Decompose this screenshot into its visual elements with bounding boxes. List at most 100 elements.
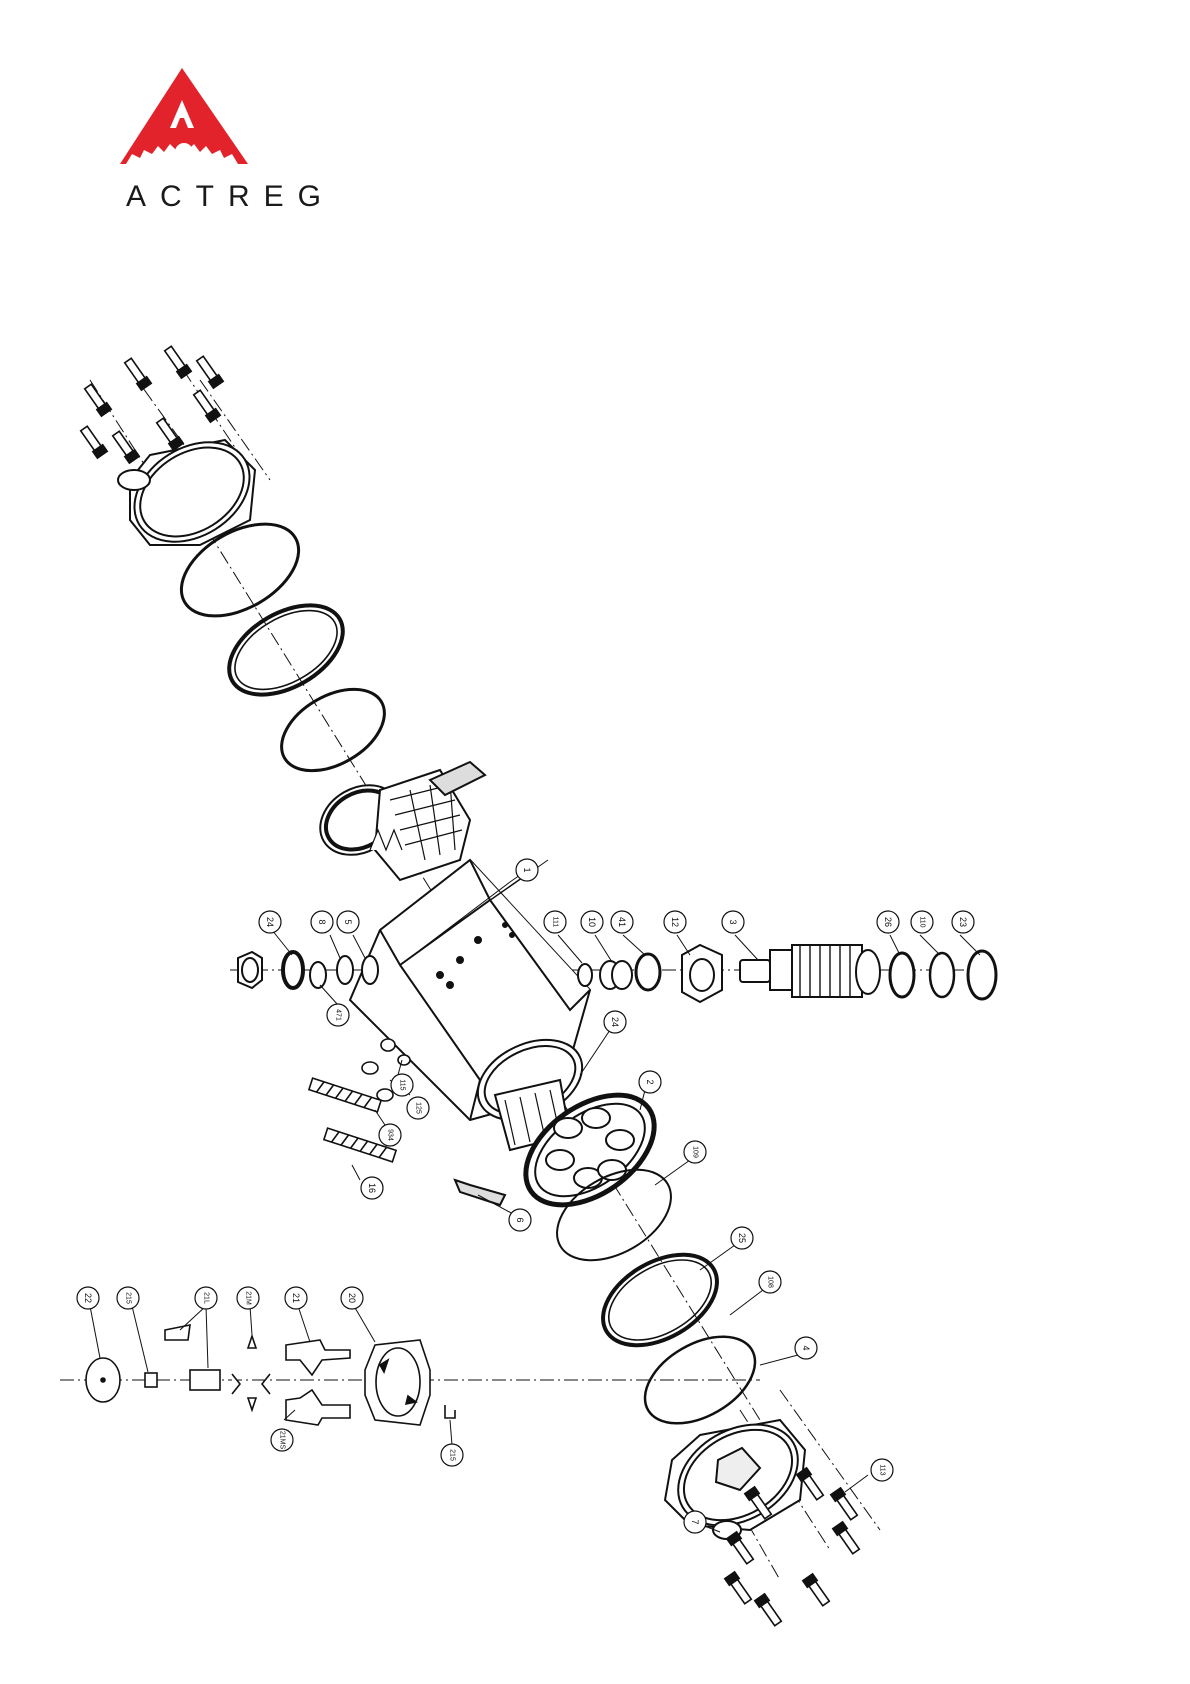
callout-41: 41 xyxy=(611,911,633,933)
accessory-parts xyxy=(86,1325,455,1425)
nut xyxy=(362,1062,378,1074)
ring xyxy=(283,952,303,988)
callout-label: 21 xyxy=(291,1293,301,1303)
stop-bolt xyxy=(309,1078,381,1112)
callout-label: 21MS xyxy=(279,1431,286,1450)
callout-label: 20 xyxy=(347,1293,357,1303)
washer xyxy=(636,954,660,990)
callout-label: 113 xyxy=(879,1464,886,1475)
callout-16: 16 xyxy=(361,1177,383,1199)
bolt xyxy=(725,1572,753,1605)
callout-7: 7 xyxy=(684,1511,706,1533)
callout-label: 115 xyxy=(399,1079,406,1090)
callout-10: 10 xyxy=(581,911,603,933)
arrow-marker xyxy=(232,1374,270,1394)
callout-21M: 21M xyxy=(237,1287,259,1309)
callout-label: 6 xyxy=(515,1217,525,1222)
callout-label: 4 xyxy=(801,1345,811,1350)
callout-26: 26 xyxy=(877,911,899,933)
callout-20: 20 xyxy=(341,1287,363,1309)
callout-934: 934 xyxy=(379,1124,401,1146)
bolt xyxy=(155,417,183,450)
callout-label: 215 xyxy=(125,1292,132,1304)
clip xyxy=(445,1405,455,1418)
callout-label: 5 xyxy=(343,919,353,924)
callout-5: 5 xyxy=(337,911,359,933)
bolt xyxy=(192,389,220,422)
indicator-housing xyxy=(365,1340,430,1425)
cam-nut xyxy=(682,945,722,1002)
callout-label: 1 xyxy=(522,867,532,872)
bolt xyxy=(111,430,139,463)
bolt xyxy=(831,1488,859,1521)
callout-label: 110 xyxy=(919,916,926,927)
callout-label: 21M xyxy=(245,1291,252,1305)
bolt xyxy=(79,425,107,458)
callout-label: 26 xyxy=(883,917,893,927)
washer xyxy=(381,1039,395,1051)
callout-3: 3 xyxy=(722,911,744,933)
callout-4: 4 xyxy=(795,1337,817,1359)
callout-label: 934 xyxy=(387,1129,394,1141)
callout-8: 8 xyxy=(311,911,333,933)
callout-23: 23 xyxy=(952,911,974,933)
marker-up xyxy=(248,1336,256,1348)
callout-label: 109 xyxy=(692,1146,699,1158)
bolt xyxy=(755,1594,783,1627)
wear-ring xyxy=(214,587,358,713)
cam-upper xyxy=(286,1340,350,1375)
callout-22: 22 xyxy=(77,1287,99,1309)
callout-110: 110 xyxy=(911,911,933,933)
ring xyxy=(890,953,914,997)
callout-21L: 21L xyxy=(195,1287,217,1309)
cam-lower xyxy=(286,1390,350,1425)
callout-label: 215 xyxy=(449,1449,456,1461)
callout-label: 23 xyxy=(958,917,968,927)
key xyxy=(165,1325,190,1340)
shaft-parts xyxy=(238,945,996,1002)
pinion-shaft xyxy=(740,945,880,997)
callout-215b: 215 xyxy=(441,1444,463,1466)
adapter-block xyxy=(145,1373,157,1387)
bolt xyxy=(727,1532,755,1565)
end-cap-upper xyxy=(116,422,268,562)
callout-label: 108 xyxy=(767,1276,774,1288)
o-ring xyxy=(630,1319,770,1441)
callout-24b: 24 xyxy=(604,1011,626,1033)
callout-12: 12 xyxy=(664,911,686,933)
ring xyxy=(362,956,378,984)
callout-label: 41 xyxy=(617,917,627,927)
spindle xyxy=(190,1370,220,1390)
callout-109: 109 xyxy=(684,1141,706,1163)
callout-1: 1 xyxy=(516,859,538,881)
callout-125: 125 xyxy=(407,1097,429,1119)
callout-label: 125 xyxy=(415,1102,422,1114)
ring xyxy=(310,962,326,988)
end-cap-lower xyxy=(660,1404,816,1546)
callout-label: 21L xyxy=(203,1292,210,1304)
bolt xyxy=(833,1522,861,1555)
callout-2: 2 xyxy=(639,1071,661,1093)
callout-label: 12 xyxy=(670,917,680,927)
bushing xyxy=(600,961,632,989)
callout-label: 24 xyxy=(265,917,275,927)
callout-label: 3 xyxy=(728,919,738,924)
callout-471: 471 xyxy=(327,1004,349,1026)
callout-115: 115 xyxy=(391,1074,413,1096)
bolt xyxy=(83,383,111,416)
callout-label: 24 xyxy=(610,1017,620,1027)
callout-label: 8 xyxy=(317,919,327,924)
bolt xyxy=(123,357,151,390)
drive-nut xyxy=(238,952,262,988)
callout-label: 7 xyxy=(690,1519,700,1524)
piston-upper xyxy=(308,762,485,880)
callout-21MS: 21MS xyxy=(271,1429,293,1451)
callout-25: 25 xyxy=(731,1227,753,1249)
callout-108: 108 xyxy=(759,1271,781,1293)
bolt xyxy=(803,1574,831,1607)
washer xyxy=(398,1055,410,1065)
callout-label: 16 xyxy=(367,1183,377,1193)
bolt xyxy=(195,355,223,388)
